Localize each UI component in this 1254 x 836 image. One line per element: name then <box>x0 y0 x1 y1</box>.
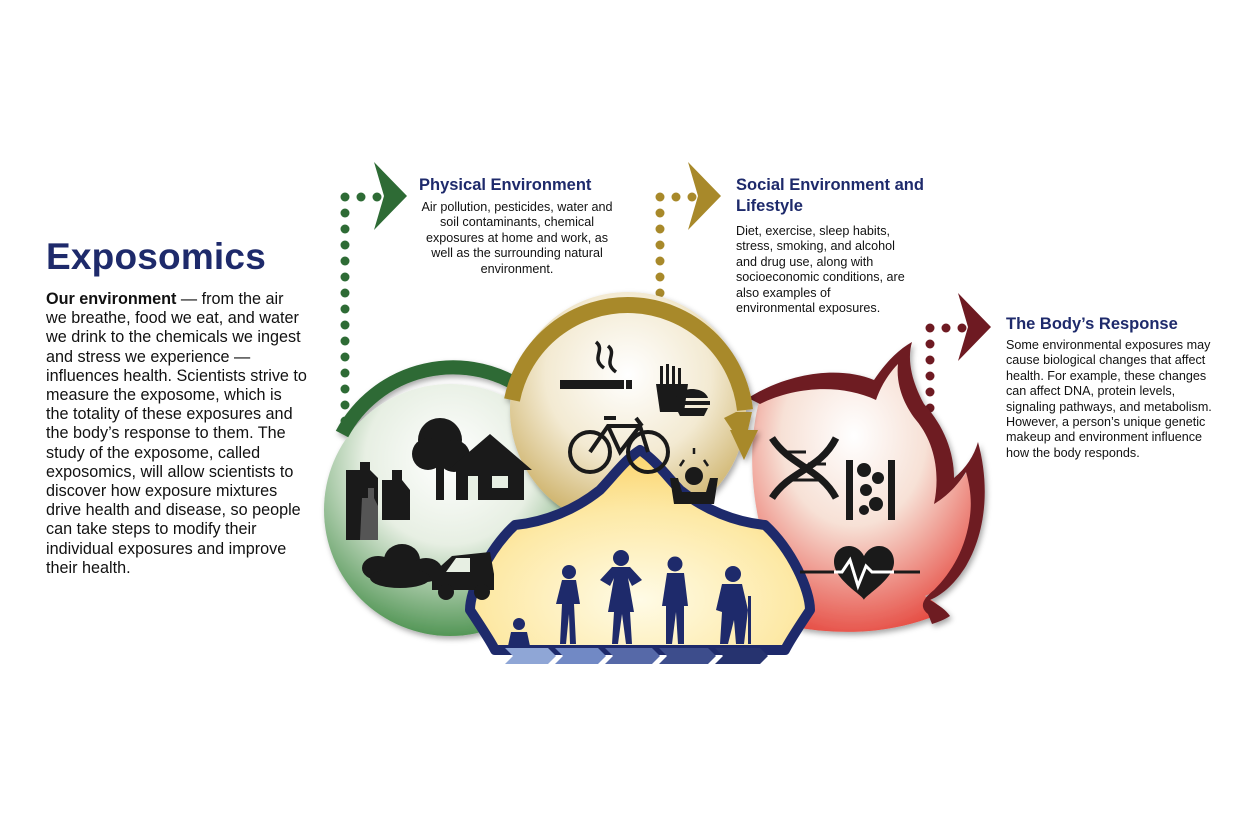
physical-environment-text: Air pollution, pesticides, water and soi… <box>421 200 613 276</box>
dna-icon <box>769 435 840 501</box>
body-response-text: Some environmental exposures may cause b… <box>1006 338 1212 460</box>
green-dotted-connector <box>340 162 407 426</box>
cell-membrane-icon <box>846 460 895 520</box>
social-environment-heading: Social Environment and Lifestyle <box>736 176 924 215</box>
fast-food-icon <box>656 364 710 416</box>
stress-person-icon <box>670 448 718 504</box>
page-title: Exposomics <box>46 236 266 277</box>
bicycle-icon <box>568 416 670 474</box>
intro-paragraph: Our environment — from the air we breath… <box>46 290 308 578</box>
bottles-icon <box>346 462 410 540</box>
life-stages-silhouettes-icon <box>508 550 751 646</box>
social-environment-text: Diet, exercise, sleep habits, stress, sm… <box>736 224 905 316</box>
intro-text: — from the air we breathe, food we eat, … <box>46 290 307 577</box>
physical-environment-heading: Physical Environment <box>419 176 592 194</box>
house-icon <box>448 434 532 500</box>
heart-pulse-icon <box>800 545 920 600</box>
smog-icon <box>362 544 442 588</box>
intro-lead: Our environment <box>46 290 177 308</box>
social-environment-circle <box>504 292 758 528</box>
body-response-heading: The Body’s Response <box>1006 315 1178 333</box>
car-icon <box>432 552 494 600</box>
progress-chevrons-icon <box>505 648 768 664</box>
cigarette-icon <box>560 340 632 389</box>
gold-dotted-connector <box>655 162 721 314</box>
tree-icon <box>412 418 470 500</box>
